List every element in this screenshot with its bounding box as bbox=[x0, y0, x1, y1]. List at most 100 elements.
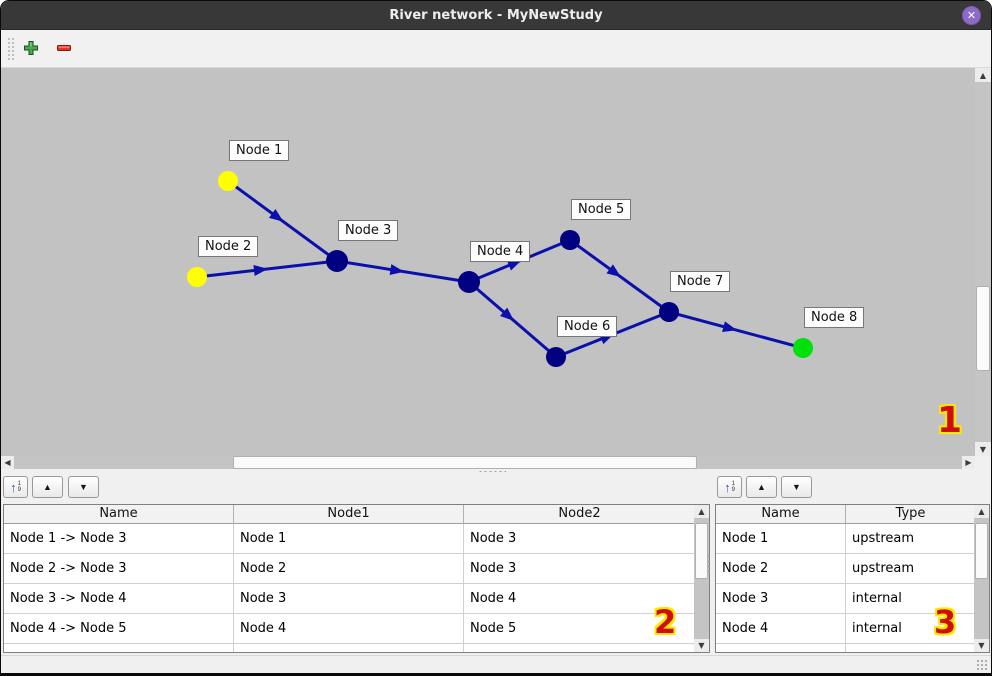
cell-type: upstream bbox=[846, 554, 976, 583]
graph-node[interactable] bbox=[187, 267, 207, 287]
cell-node1: Node 3 bbox=[234, 584, 464, 613]
node-label[interactable]: Node 8 bbox=[804, 307, 865, 328]
links-table-vscrollbar[interactable]: ▲ ▼ bbox=[694, 505, 709, 652]
cell-type: internal bbox=[846, 584, 976, 613]
window-title: River network - MyNewStudy bbox=[389, 8, 603, 23]
plus-icon bbox=[23, 40, 39, 59]
column-header-node1[interactable]: Node1 bbox=[234, 505, 464, 524]
table-row[interactable]: Node 1 -> Node 3 Node 1 Node 3 bbox=[4, 524, 709, 554]
cell-name: Node 3 -> Node 4 bbox=[4, 584, 234, 613]
canvas-hscroll-track[interactable] bbox=[14, 456, 962, 469]
column-header-name[interactable]: Name bbox=[4, 505, 234, 524]
cell-name: Node 2 bbox=[716, 554, 846, 583]
node-label[interactable]: Node 1 bbox=[229, 140, 290, 161]
links-vscroll-thumb[interactable] bbox=[695, 523, 708, 579]
scroll-up-icon[interactable]: ▲ bbox=[974, 505, 989, 518]
cell-node1: Node 2 bbox=[234, 554, 464, 583]
cell-node1: Node 4 bbox=[234, 614, 464, 643]
node-label[interactable]: Node 5 bbox=[571, 199, 632, 220]
up-arrow-icon: ▲ bbox=[43, 481, 52, 492]
nodes-table-vscrollbar[interactable]: ▲ ▼ bbox=[974, 505, 989, 652]
scroll-up-icon[interactable]: ▲ bbox=[975, 68, 991, 82]
scroll-down-icon[interactable]: ▼ bbox=[694, 639, 709, 652]
table-row bbox=[716, 644, 989, 652]
close-button[interactable]: ✕ bbox=[962, 6, 981, 25]
cell-type: upstream bbox=[846, 524, 976, 553]
nodes-vscroll-thumb[interactable] bbox=[975, 523, 988, 579]
river-network-graph bbox=[196, 179, 804, 359]
down-arrow-icon: ▼ bbox=[792, 481, 801, 492]
cell-node1: Node 1 bbox=[234, 524, 464, 553]
down-arrow-icon: ▼ bbox=[79, 481, 88, 492]
link-arrow-icon bbox=[606, 264, 622, 278]
remove-node-button[interactable] bbox=[53, 38, 75, 60]
annotation-1: 1 bbox=[937, 400, 963, 441]
links-move-down-button[interactable]: ▼ bbox=[68, 476, 99, 498]
links-move-up-button[interactable]: ▲ bbox=[32, 476, 63, 498]
cell-name: Node 3 bbox=[716, 584, 846, 613]
canvas-hscroll-thumb[interactable] bbox=[233, 456, 697, 469]
annotation-3: 3 bbox=[934, 603, 957, 641]
node-label[interactable]: Node 7 bbox=[670, 271, 731, 292]
link-arrow-icon bbox=[268, 209, 284, 222]
vertical-splitter-handle[interactable] bbox=[707, 554, 711, 576]
table-row[interactable]: Node 1 upstream bbox=[716, 524, 989, 554]
table-row[interactable]: Node 3 -> Node 4 Node 3 Node 4 bbox=[4, 584, 709, 614]
nodes-move-down-button[interactable]: ▼ bbox=[781, 476, 812, 498]
scroll-down-icon[interactable]: ▼ bbox=[974, 639, 989, 652]
nodes-table-header: Name Type bbox=[716, 505, 989, 524]
cell-name: Node 4 bbox=[716, 614, 846, 643]
add-node-button[interactable] bbox=[20, 38, 42, 60]
graph-node[interactable] bbox=[326, 250, 348, 272]
node-label[interactable]: Node 6 bbox=[557, 316, 618, 337]
column-header-name[interactable]: Name bbox=[716, 505, 846, 524]
cell-name: Node 4 -> Node 5 bbox=[4, 614, 234, 643]
column-header-node2[interactable]: Node2 bbox=[464, 505, 696, 524]
scroll-up-icon[interactable]: ▲ bbox=[694, 505, 709, 518]
column-header-type[interactable]: Type bbox=[846, 505, 976, 524]
canvas-vscroll-track[interactable] bbox=[975, 82, 991, 442]
canvas-hscrollbar[interactable]: ◀ ▶ bbox=[1, 456, 975, 469]
titlebar[interactable]: River network - MyNewStudy ✕ bbox=[1, 1, 991, 30]
horizontal-splitter[interactable] bbox=[1, 469, 991, 473]
table-row[interactable]: Node 2 -> Node 3 Node 2 Node 3 bbox=[4, 554, 709, 584]
network-canvas[interactable]: Node 1 Node 2 Node 3 Node 4 Node 5 Node 6 Node… bbox=[1, 68, 975, 456]
nodes-move-up-button[interactable]: ▲ bbox=[746, 476, 777, 498]
graph-node[interactable] bbox=[560, 230, 580, 250]
scroll-left-icon[interactable]: ◀ bbox=[1, 456, 14, 469]
status-bar bbox=[1, 655, 991, 673]
node-label[interactable]: Node 4 bbox=[470, 241, 531, 262]
resize-grip-icon[interactable] bbox=[976, 659, 988, 671]
close-icon: ✕ bbox=[966, 9, 977, 22]
canvas-vscroll-thumb[interactable] bbox=[976, 286, 990, 371]
node-label[interactable]: Node 2 bbox=[198, 236, 259, 257]
links-table-header: Name Node1 Node2 bbox=[4, 505, 709, 524]
cell-name: Node 1 bbox=[716, 524, 846, 553]
node-label[interactable]: Node 3 bbox=[338, 220, 399, 241]
annotation-2: 2 bbox=[654, 603, 677, 641]
table-row[interactable]: Node 2 upstream bbox=[716, 554, 989, 584]
scroll-down-icon[interactable]: ▼ bbox=[975, 442, 991, 456]
cell-node2: Node 3 bbox=[464, 524, 696, 553]
graph-node[interactable] bbox=[546, 347, 566, 367]
graph-node[interactable] bbox=[793, 338, 813, 358]
table-row[interactable]: Node 3 internal bbox=[716, 584, 989, 614]
toolbar-grip[interactable] bbox=[7, 37, 14, 61]
canvas-vscrollbar[interactable]: ▲ ▼ bbox=[975, 68, 991, 456]
graph-node[interactable] bbox=[458, 271, 480, 293]
graph-node[interactable] bbox=[218, 171, 238, 191]
link-arrow-icon bbox=[253, 265, 268, 276]
link-arrow-icon bbox=[506, 260, 522, 271]
link-arrow-icon bbox=[389, 264, 405, 275]
scroll-right-icon[interactable]: ▶ bbox=[962, 456, 975, 469]
table-row bbox=[4, 644, 709, 652]
up-arrow-icon: ▲ bbox=[757, 481, 766, 492]
table-row[interactable]: Node 4 internal bbox=[716, 614, 989, 644]
table-row[interactable]: Node 4 -> Node 5 Node 4 Node 5 bbox=[4, 614, 709, 644]
graph-node[interactable] bbox=[659, 302, 679, 322]
